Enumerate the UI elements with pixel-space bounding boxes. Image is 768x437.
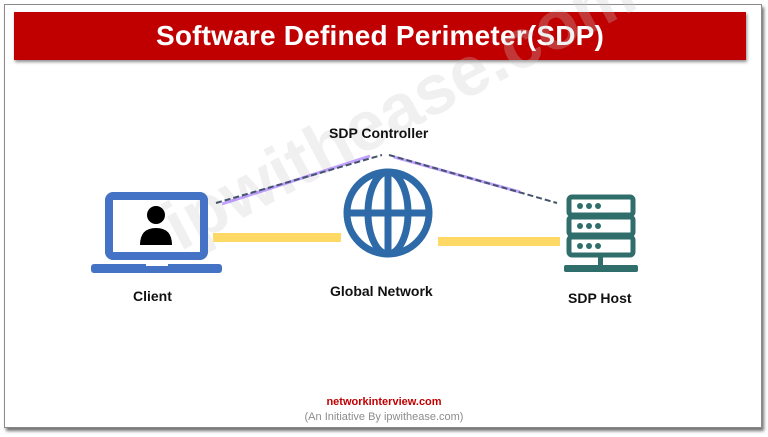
footer-tagline: (An Initiative By ipwithease.com) xyxy=(304,411,464,423)
link-client-network xyxy=(213,233,341,242)
node-label-host: SDP Host xyxy=(568,290,632,306)
dashed-link-controller-host xyxy=(388,154,558,204)
page-title: Software Defined Perimeter(SDP) xyxy=(155,20,605,51)
globe-icon xyxy=(343,168,433,258)
node-label-client: Client xyxy=(133,288,172,304)
server-icon xyxy=(564,194,638,272)
footer-site-link[interactable]: networkinterview.com xyxy=(326,396,442,408)
title-banner: Software Defined Perimeter(SDP) xyxy=(14,12,746,60)
node-label-network: Global Network xyxy=(330,283,433,299)
laptop-user-icon xyxy=(91,192,222,273)
node-label-controller: SDP Controller xyxy=(329,125,429,141)
dashed-link-client-controller xyxy=(215,154,383,206)
link-network-host xyxy=(438,237,560,246)
